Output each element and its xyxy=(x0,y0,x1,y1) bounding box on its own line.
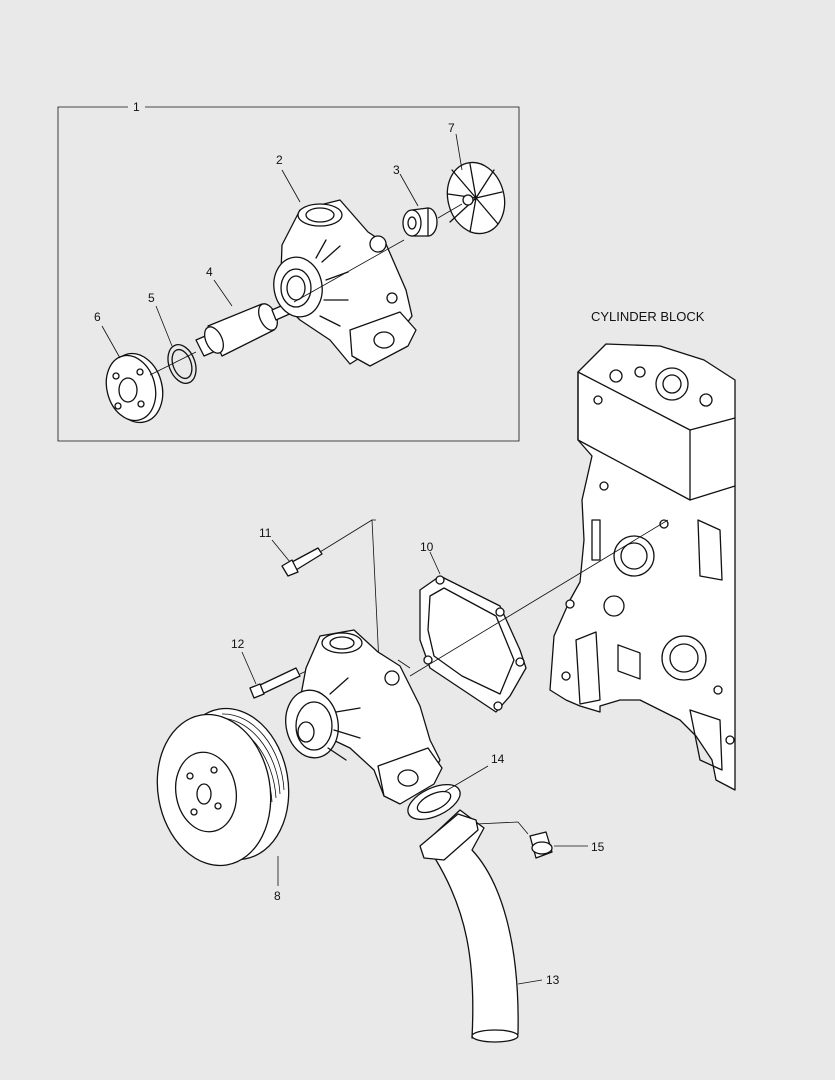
part-4-bearing xyxy=(195,301,295,357)
part-5-snap-ring xyxy=(167,344,197,384)
callout-4: 4 xyxy=(206,265,213,279)
part-15-bolt xyxy=(529,831,553,859)
part-13-tube xyxy=(419,809,519,1043)
part-11-bolt xyxy=(281,547,323,577)
callout-6: 6 xyxy=(94,310,101,324)
part-10-gasket xyxy=(419,575,527,713)
callout-10: 10 xyxy=(420,540,434,554)
part-2-pump-body xyxy=(273,199,417,367)
cylinder-block-label: CYLINDER BLOCK xyxy=(591,309,705,324)
subassembly-box xyxy=(57,106,520,442)
callout-13: 13 xyxy=(546,973,560,987)
callout-8: 8 xyxy=(274,889,281,903)
callout-3: 3 xyxy=(393,163,400,177)
cylinder-block xyxy=(549,343,736,791)
callout-12: 12 xyxy=(231,637,245,651)
part-6-hub xyxy=(105,352,164,424)
part-8-pulley xyxy=(156,707,290,867)
callout-1: 1 xyxy=(133,100,140,114)
leader-lines xyxy=(101,133,588,985)
callout-15: 15 xyxy=(591,840,605,854)
part-14-oring xyxy=(407,784,461,820)
part-12-bolt xyxy=(249,667,301,699)
callout-14: 14 xyxy=(491,752,505,766)
callout-11: 11 xyxy=(259,526,272,540)
pump-body-assembled xyxy=(285,629,443,805)
callout-7: 7 xyxy=(448,121,455,135)
callout-2: 2 xyxy=(276,153,283,167)
part-7-impeller xyxy=(446,161,506,235)
part-3-seal xyxy=(402,207,438,237)
callout-5: 5 xyxy=(148,291,155,305)
